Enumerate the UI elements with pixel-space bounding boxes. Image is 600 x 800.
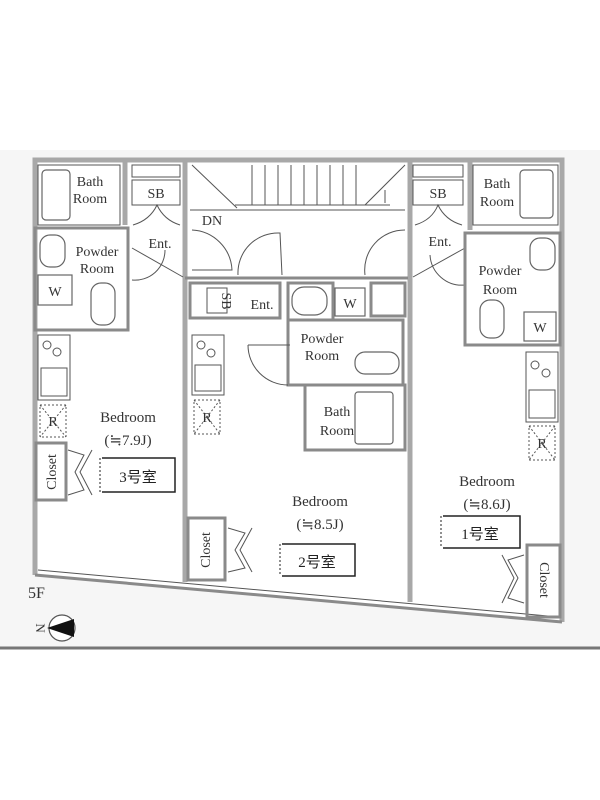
shoe-box — [206, 287, 228, 314]
unit-3: Bath Room SB Ent. Powder Room W R Closet… — [33, 160, 184, 502]
washer-label: W — [343, 297, 357, 312]
north-label: N — [33, 623, 48, 633]
fridge-space — [528, 425, 556, 461]
unit-2: DN SB Ent. W Powder Room Bath Room R Clo… — [185, 164, 408, 582]
bathtub — [41, 169, 71, 221]
bedroom-size: (≒7.9J) — [104, 433, 151, 449]
bath-room — [303, 383, 407, 452]
bath-label-2: Room — [73, 192, 107, 207]
powder-label: Powder — [479, 264, 522, 279]
sink — [529, 237, 556, 271]
closet-label: Closet — [536, 562, 551, 598]
powder-label: Powder — [76, 245, 119, 260]
sb-label: SB — [429, 187, 446, 202]
outer-walls — [32, 157, 565, 624]
sb-label: SB — [218, 292, 233, 309]
bedroom-label: Bedroom — [100, 410, 156, 426]
stairs-dn-label: DN — [202, 214, 222, 229]
fridge-label: R — [537, 437, 547, 452]
kitchen-counter — [525, 351, 559, 423]
fridge-label: R — [202, 411, 212, 426]
kitchen-counter — [37, 334, 71, 401]
powder-label-2: Room — [80, 262, 114, 277]
bath-label-2: Room — [480, 195, 514, 210]
powder-label-2: Room — [305, 349, 339, 364]
closet — [34, 441, 68, 502]
toilet — [90, 282, 116, 326]
sb-label: SB — [147, 187, 164, 202]
fridge-space — [193, 399, 221, 435]
shoe-box — [131, 179, 181, 206]
bathtub — [519, 169, 554, 219]
bedroom-label: Bedroom — [292, 494, 348, 510]
door-swing — [191, 229, 233, 271]
powder-room — [463, 231, 562, 347]
door-swing — [132, 203, 181, 226]
powder-label-2: Room — [483, 283, 517, 298]
fridge-label: R — [48, 415, 58, 430]
toilet — [479, 299, 505, 339]
washer-box — [334, 287, 366, 317]
bath-label-2: Room — [320, 424, 354, 439]
closet — [186, 516, 227, 582]
powder-label: Powder — [301, 332, 344, 347]
bath-label: Bath — [77, 175, 103, 190]
unit-1: SB Ent. Bath Room Powder Room W R Closet… — [412, 160, 562, 619]
bath-label: Bath — [324, 405, 350, 420]
sink — [39, 234, 66, 268]
bedroom-label: Bedroom — [459, 474, 515, 490]
bathtub — [354, 391, 394, 445]
bedroom-size: (≒8.6J) — [463, 497, 510, 513]
kitchen-counter — [191, 334, 225, 396]
bedroom-size: (≒8.5J) — [296, 517, 343, 533]
washer-label: W — [48, 285, 62, 300]
unit-tag: 1号室 — [461, 526, 499, 543]
fridge-space — [39, 404, 67, 438]
bath-label: Bath — [484, 177, 510, 192]
ent-label: Ent. — [429, 235, 452, 250]
unit-tag: 2号室 — [298, 554, 336, 571]
ent-label: Ent. — [251, 298, 274, 313]
compass-icon — [47, 614, 76, 642]
closet-label: Closet — [45, 454, 60, 490]
floor-label: 5F — [28, 585, 45, 602]
unit-tag: 3号室 — [119, 469, 157, 486]
closet — [525, 543, 562, 619]
sink — [291, 286, 328, 316]
ent-label: Ent. — [149, 237, 172, 252]
washer-box — [523, 311, 557, 342]
stairs — [190, 164, 406, 211]
washer-box — [37, 274, 73, 306]
bath-room — [37, 164, 121, 226]
washer-label: W — [533, 321, 547, 336]
toilet — [354, 351, 400, 375]
bath-room — [472, 164, 559, 226]
powder-room — [33, 226, 130, 332]
closet-label: Closet — [199, 532, 214, 568]
